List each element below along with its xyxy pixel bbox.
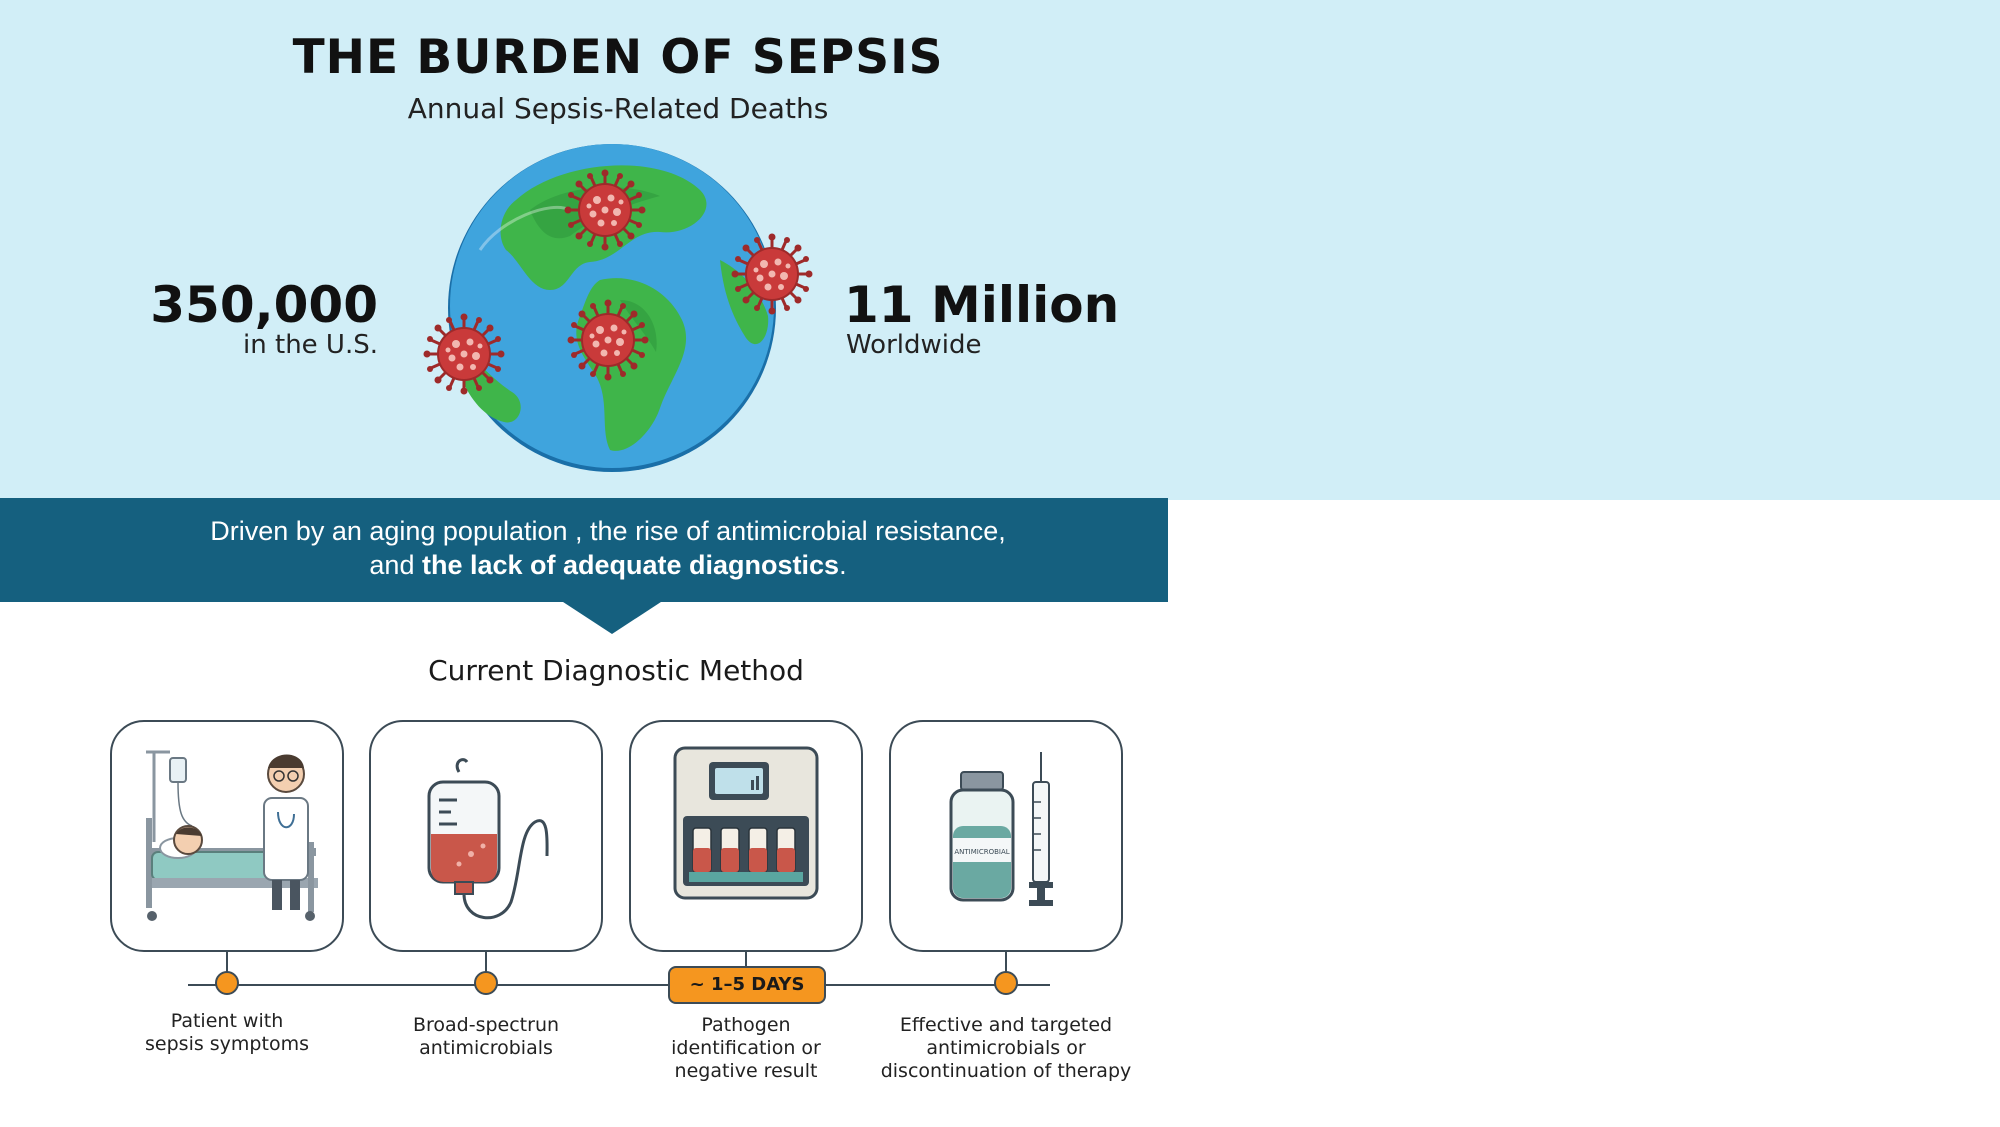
timeline-dot: [215, 971, 239, 995]
timeline-connector: [485, 952, 487, 986]
vial-label-text: ANTIMICROBIAL: [954, 848, 1009, 856]
timeline-connector: [745, 952, 747, 968]
us-deaths-label: in the U.S.: [243, 330, 378, 360]
world-deaths-value: 11 Million: [844, 276, 1120, 334]
timeline-line: [188, 984, 1050, 986]
banner-line-2-prefix: and: [369, 550, 422, 580]
step-label-pathogen-id: Pathogen identification or negative resu…: [671, 1014, 821, 1082]
step-card-antimicrobials: [369, 720, 603, 952]
analyzer-machine-illustration: [673, 746, 819, 900]
timeline-dot: [994, 971, 1018, 995]
diagnostic-method-title: Current Diagnostic Method: [428, 654, 804, 687]
step-card-targeted-therapy: ANTIMICROBIAL: [889, 720, 1123, 952]
context-banner: [0, 498, 1168, 602]
world-deaths-label: Worldwide: [846, 330, 982, 360]
timeline-dot: [474, 971, 498, 995]
banner-line-2-emphasis: the lack of adequate diagnostics: [421, 550, 840, 580]
banner-text: Driven by an aging population , the rise…: [0, 514, 1216, 582]
banner-pointer: [560, 600, 664, 634]
us-deaths-value: 350,000: [150, 276, 378, 334]
vial-syringe-illustration: ANTIMICROBIAL: [949, 752, 1053, 906]
iv-bag-illustration: [427, 758, 549, 920]
step-label-antimicrobials: Broad-spectrun antimicrobials: [412, 1014, 560, 1059]
top-background: [0, 0, 2000, 500]
banner-line-1: Driven by an aging population , the rise…: [210, 516, 1006, 546]
banner-line-2-suffix: .: [839, 550, 847, 580]
page-subtitle: Annual Sepsis-Related Deaths: [407, 92, 829, 125]
globe-illustration: [420, 140, 820, 480]
duration-badge: ~ 1–5 DAYS: [668, 966, 826, 1004]
banner-line-2: and the lack of adequate diagnostics.: [0, 548, 1216, 582]
patient-doctor-illustration: [146, 750, 318, 921]
step-card-patient: [110, 720, 344, 952]
timeline-connector: [226, 952, 228, 986]
step-label-targeted-therapy: Effective and targeted antimicrobials or…: [880, 1014, 1132, 1082]
page-title: THE BURDEN OF SEPSIS: [292, 30, 944, 85]
step-label-patient: Patient with sepsis symptoms: [145, 1010, 309, 1055]
timeline-connector: [1005, 952, 1007, 986]
step-card-pathogen-id: [629, 720, 863, 952]
